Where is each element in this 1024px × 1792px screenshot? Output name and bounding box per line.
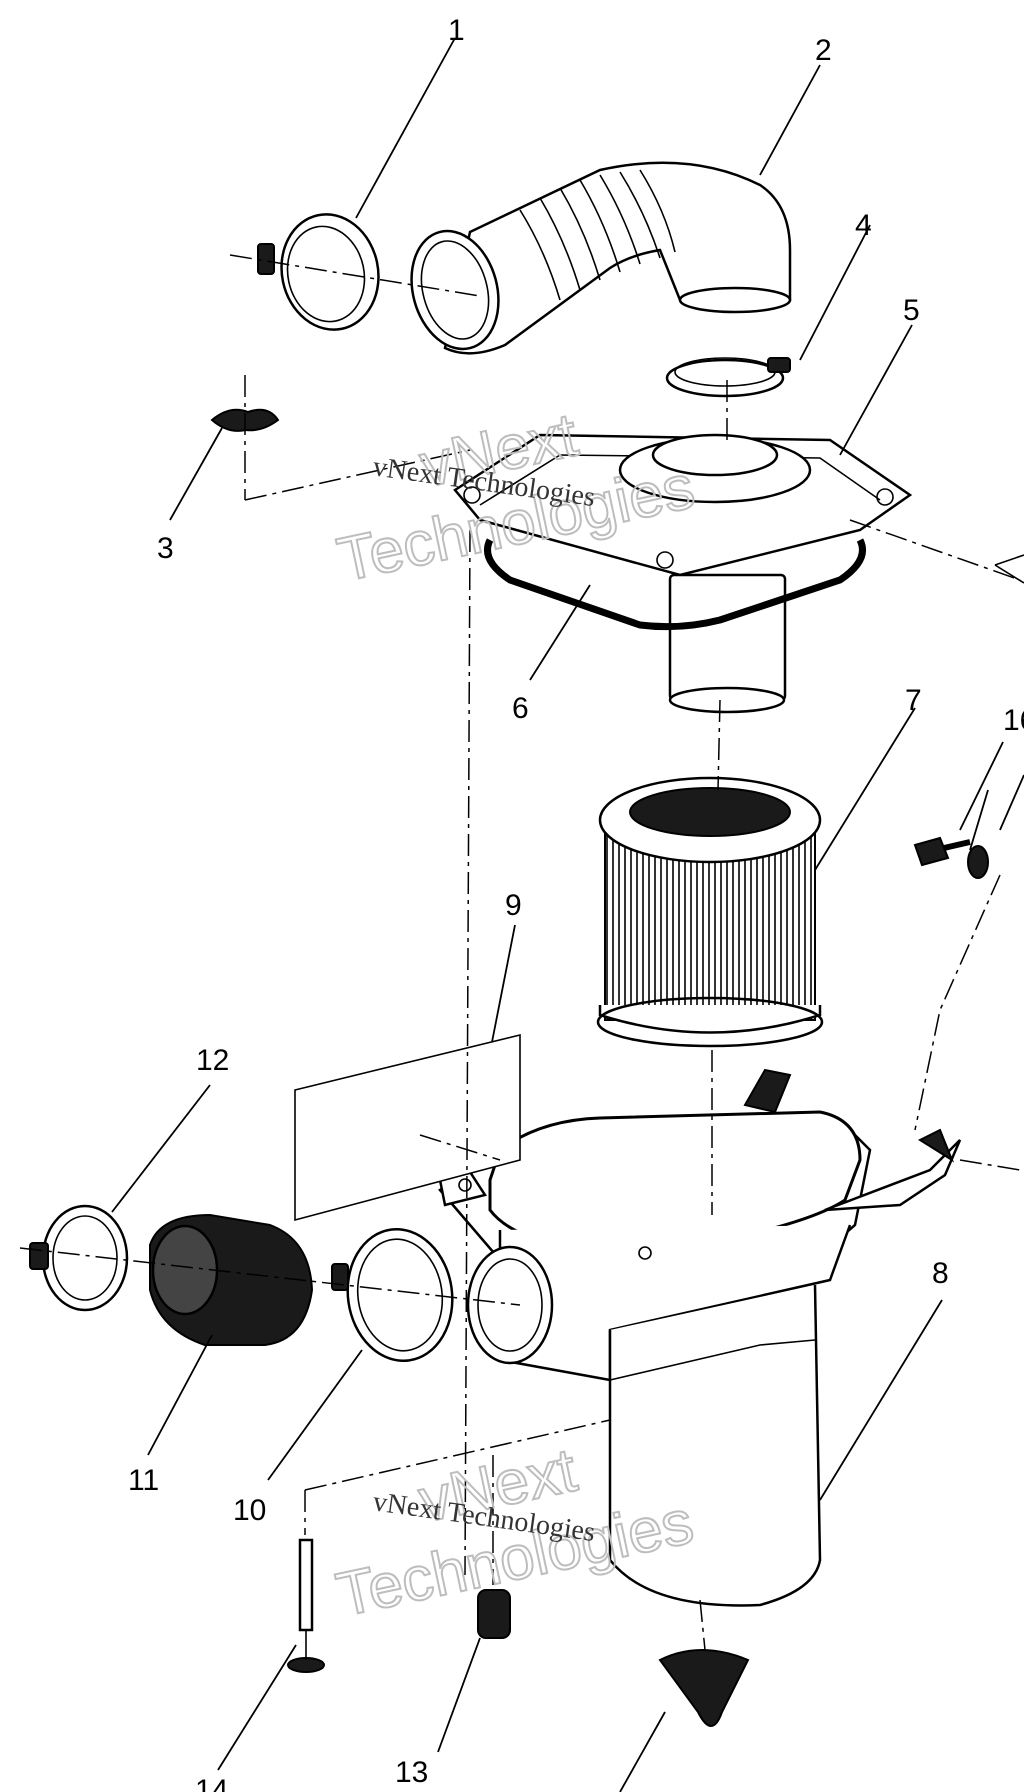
callout-13: 13	[395, 1756, 428, 1789]
part-1-hose-clamp	[257, 213, 380, 331]
part-6-gasket	[484, 538, 866, 631]
part-2-intake-elbow-boot	[410, 161, 792, 355]
callout-labels: 1 2 3 4 5 6 7 8 9 10 11 12 13 14 16	[128, 14, 1024, 1792]
part-16-bolt-washer	[913, 836, 989, 879]
part-13-sleeve	[477, 1589, 511, 1639]
callout-3: 3	[157, 532, 174, 565]
part-4-clamp	[665, 357, 791, 398]
part-10-clamp	[331, 1227, 454, 1363]
callout-5: 5	[903, 294, 920, 327]
part-9-decal	[294, 1033, 521, 1222]
callout-4: 4	[855, 209, 872, 242]
callout-12: 12	[196, 1044, 229, 1077]
part-5-air-box-cover	[453, 433, 913, 714]
callout-9: 9	[505, 889, 522, 922]
bracket-fragment	[994, 554, 1024, 584]
part-11-rubber-boot	[149, 1213, 314, 1346]
callout-16: 16	[1003, 704, 1024, 737]
callout-11: 11	[128, 1464, 159, 1497]
part-8-air-box-housing	[438, 1068, 962, 1607]
callout-6: 6	[512, 692, 529, 725]
part-12-clamp	[29, 1204, 129, 1312]
callout-2: 2	[815, 34, 832, 67]
centerlines	[19, 254, 1021, 1651]
callout-7: 7	[905, 684, 922, 717]
part-14-screw	[287, 1538, 325, 1673]
callout-8: 8	[932, 1257, 949, 1290]
callout-14: 14	[195, 1774, 228, 1792]
callout-1: 1	[448, 14, 465, 47]
leader-lines	[111, 37, 1024, 1792]
part-7-air-filter-element	[596, 776, 824, 1048]
drain-valve	[658, 1649, 750, 1727]
callout-10: 10	[233, 1494, 266, 1527]
